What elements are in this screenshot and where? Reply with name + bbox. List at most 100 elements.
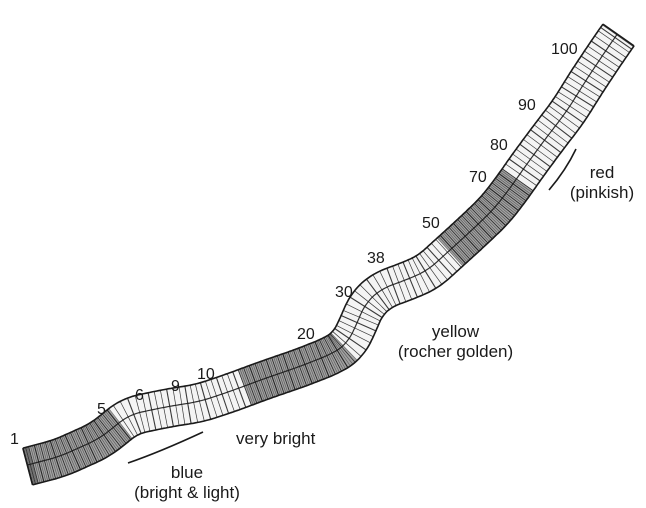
dark-hatch-line xyxy=(330,332,358,361)
band-hatch-line xyxy=(334,328,367,351)
band-hatch-line xyxy=(545,109,576,134)
band-hatch-line xyxy=(172,387,180,426)
dark-hatch-line xyxy=(48,441,61,478)
dark-hatch-line xyxy=(256,362,270,399)
dark-hatch-line xyxy=(53,439,67,476)
band-start-cap xyxy=(22,447,34,486)
band-hatch-line xyxy=(205,381,218,418)
dark-hatch-line xyxy=(487,188,518,213)
band-hatch-line xyxy=(519,143,551,168)
blue-bracket xyxy=(127,431,204,464)
band-end-cap xyxy=(602,23,635,47)
dark-hatch-line xyxy=(77,429,94,465)
band-hatch-line xyxy=(338,320,374,338)
dark-hatch-line xyxy=(477,199,507,226)
dark-hatch-line xyxy=(500,170,533,193)
dark-hatch-line xyxy=(61,436,77,472)
band-hatch-line xyxy=(580,55,614,78)
dark-hatch-line xyxy=(484,191,515,216)
dark-hatch-line xyxy=(66,433,83,469)
dark-hatch-line xyxy=(460,216,487,245)
band-hatch-line xyxy=(147,392,157,431)
dark-hatch-line xyxy=(489,185,520,210)
dark-hatch-line xyxy=(314,341,330,378)
band-hatch-line xyxy=(379,271,397,306)
dark-hatch-line xyxy=(481,195,511,221)
dark-hatch-line xyxy=(269,358,283,395)
band-outline xyxy=(22,23,635,486)
band-hatch-line xyxy=(160,390,168,428)
band-hatch-line xyxy=(346,303,381,322)
dark-hatch-line xyxy=(329,333,356,363)
dark-hatch-line xyxy=(457,219,484,248)
dark-hatch-line xyxy=(436,237,464,267)
band-hatch-line xyxy=(584,50,617,73)
dark-hatch-line xyxy=(479,198,508,225)
band-hatch-line xyxy=(153,391,163,429)
dark-hatch-line xyxy=(82,426,100,462)
segment-number-30: 30 xyxy=(335,284,353,301)
band-hatch-line xyxy=(402,261,418,298)
band-hatch-line xyxy=(415,255,437,289)
dark-hatch-line xyxy=(291,350,305,387)
dark-hatch-line xyxy=(262,360,276,397)
dark-hatch-line xyxy=(273,356,287,393)
band-hatch-line xyxy=(530,129,562,154)
band-hatch-line xyxy=(141,393,151,432)
band-hatch-line xyxy=(426,246,453,276)
band-hatch-line xyxy=(512,153,544,177)
band-hatch-line xyxy=(119,401,138,436)
band-hatch-line xyxy=(372,274,393,308)
band-hatch-line xyxy=(226,373,241,410)
dark-hatch-line xyxy=(287,351,302,388)
dark-hatch-line xyxy=(296,348,311,385)
yellow-annotation: yellow (rocher golden) xyxy=(378,322,533,362)
segment-number-1: 1 xyxy=(10,431,19,448)
dark-hatch-line xyxy=(316,340,332,377)
dark-hatch-line xyxy=(494,179,525,203)
dark-hatch-line xyxy=(323,337,342,372)
dark-hatch-line xyxy=(73,430,90,466)
dark-hatch-line xyxy=(439,235,466,264)
band-hatch-line xyxy=(564,81,597,103)
dark-hatch-line xyxy=(30,446,41,483)
band-hatch-line xyxy=(354,290,385,315)
segment-number-9: 9 xyxy=(171,378,180,395)
dark-hatch-line xyxy=(464,212,492,241)
band-center-line xyxy=(27,33,618,466)
dark-hatch-line xyxy=(480,196,510,223)
band-hatch-line xyxy=(602,24,634,47)
dark-hatch-line xyxy=(237,369,252,406)
dark-hatch-line xyxy=(248,365,263,402)
dark-hatch-line xyxy=(277,355,290,392)
dark-hatch-line xyxy=(447,228,474,257)
dark-hatch-line xyxy=(445,229,472,259)
dark-hatch-line xyxy=(451,224,478,253)
dark-hatch-line xyxy=(454,221,481,251)
segment-number-70: 70 xyxy=(469,169,487,186)
dark-hatch-line xyxy=(450,225,477,255)
dark-hatch-line xyxy=(495,177,527,202)
dark-hatch-line xyxy=(278,355,292,392)
dark-hatch-line xyxy=(293,349,307,386)
band-hatch-line xyxy=(548,105,580,129)
band-hatch-line xyxy=(541,114,573,139)
dark-hatch-line xyxy=(275,356,288,393)
dark-hatch-line xyxy=(263,360,278,397)
band-hatch-line xyxy=(221,375,235,412)
segment-number-38: 38 xyxy=(367,250,385,267)
dark-hatch-line xyxy=(27,446,38,484)
dark-hatch-line xyxy=(328,334,351,367)
dark-hatch-line xyxy=(80,427,98,463)
dark-hatch-line xyxy=(486,190,517,215)
dark-hatch-line xyxy=(502,168,534,191)
yellow-annotation-detail: (rocher golden) xyxy=(397,342,514,362)
very-bright-annotation: very bright xyxy=(236,429,316,448)
dark-hatch-line xyxy=(458,217,486,247)
dark-hatch-line xyxy=(105,411,130,442)
dark-hatch-line xyxy=(467,209,494,238)
dark-hatch-line xyxy=(490,184,522,208)
band-hatch-line xyxy=(422,250,448,281)
band-hatch-line xyxy=(397,263,413,300)
